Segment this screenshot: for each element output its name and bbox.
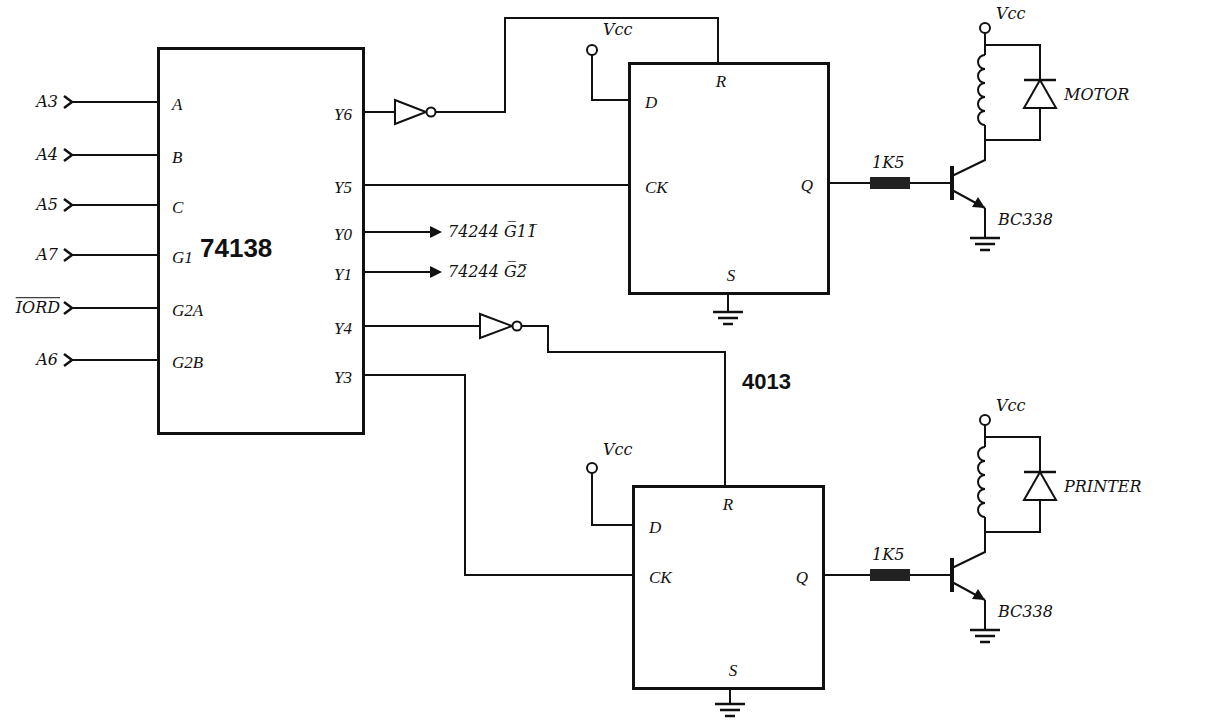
- pin-label: Y0: [334, 226, 352, 245]
- signal-label: IORD: [16, 299, 60, 317]
- pin-label: S: [729, 662, 738, 681]
- signal-wire: [365, 326, 725, 485]
- pin-label: G1: [172, 249, 193, 268]
- pin-label: A: [172, 96, 182, 115]
- wire-stroke: [360, 271, 432, 273]
- pin-label: R: [716, 73, 726, 92]
- pin-label: CK: [649, 569, 672, 588]
- signal-label: 74244 G̅11̅: [448, 223, 537, 241]
- wire-stroke: [713, 311, 743, 314]
- pin-label: G2A: [172, 302, 203, 321]
- flip-flop-box: D R CK Q S: [628, 62, 830, 295]
- signal-label: A4: [36, 146, 58, 164]
- pin-label: Q: [801, 177, 813, 196]
- wire-stroke: [820, 23, 1056, 250]
- part-number: BC338: [998, 211, 1053, 229]
- wire-stroke: [64, 249, 157, 261]
- pin-label: Q: [796, 569, 808, 588]
- supply-label: Vcc: [996, 397, 1025, 415]
- wire-stroke: [513, 322, 522, 331]
- wire-stroke: [587, 45, 597, 55]
- wire-stroke: [427, 108, 436, 117]
- wire-stroke: [725, 715, 735, 718]
- inverter-symbol: [480, 314, 512, 338]
- supply-label: Vcc: [996, 5, 1025, 23]
- pin-label: Y3: [334, 369, 352, 388]
- pin-label: Y6: [334, 106, 352, 125]
- pin-label: B: [172, 149, 182, 168]
- wire-stroke: [430, 266, 442, 278]
- wire-stroke: [727, 293, 729, 312]
- pin-label: Y1: [334, 266, 352, 285]
- supply-label: Vcc: [603, 441, 632, 459]
- pin-label: C: [172, 199, 183, 218]
- wire-stroke: [430, 226, 442, 238]
- wire-stroke: [64, 354, 157, 366]
- pin-label: D: [645, 94, 657, 113]
- wire-stroke: [715, 703, 745, 706]
- flip-flop-box: D R CK Q S: [632, 485, 825, 690]
- pin-label: G2B: [172, 354, 203, 373]
- signal-label: A7: [36, 246, 58, 264]
- signal-label: 74244 G̅2̅: [448, 263, 527, 281]
- decoder-chip: A B C G1G2A G2B 74138 Y6Y5Y0Y1Y4Y3: [157, 47, 365, 435]
- load-label: MOTOR: [1064, 86, 1129, 104]
- pin-label: Y4: [334, 320, 352, 339]
- wire-stroke: [729, 688, 731, 704]
- pin-label: Y5: [334, 179, 352, 198]
- wire-stroke: [723, 323, 733, 326]
- pin-label: CK: [645, 179, 668, 198]
- signal-label: A6: [36, 351, 58, 369]
- resistor-value: 1K5: [872, 154, 904, 172]
- wire-stroke: [64, 96, 157, 108]
- wire-stroke: [592, 55, 630, 100]
- signal-wire: [365, 184, 628, 186]
- wire-stroke: [64, 302, 157, 314]
- wire-stroke: [592, 473, 634, 525]
- chip-name: 74138: [200, 234, 272, 263]
- resistor-value: 1K5: [872, 546, 904, 564]
- supply-label: Vcc: [603, 21, 632, 39]
- wire-stroke: [64, 199, 157, 211]
- pin-label: R: [723, 496, 733, 515]
- pin-label: S: [727, 267, 736, 286]
- wire-stroke: [718, 317, 738, 320]
- signal-label: A5: [36, 196, 58, 214]
- wire-stroke: [720, 709, 740, 712]
- wire-stroke: [820, 415, 1056, 642]
- load-label: PRINTER: [1064, 478, 1142, 496]
- part-number: BC338: [998, 603, 1053, 621]
- pin-label: D: [649, 519, 661, 538]
- wire-stroke: [360, 231, 432, 233]
- wire-stroke: [64, 149, 157, 161]
- wire-stroke: [587, 463, 597, 473]
- inverter-symbol: [395, 100, 426, 124]
- chip-name: 4013: [742, 370, 791, 394]
- signal-label: A3: [36, 93, 58, 111]
